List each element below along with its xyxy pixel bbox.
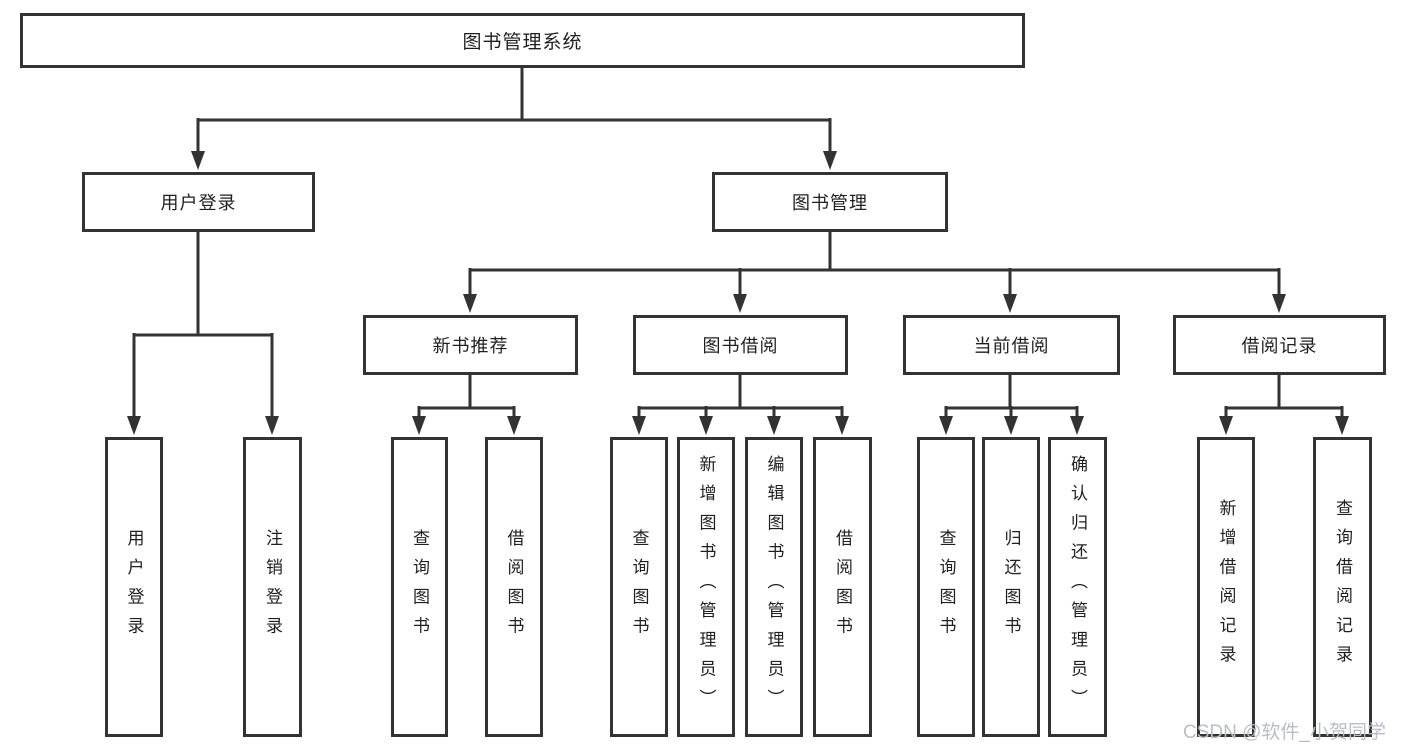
leaf-borrow-books-1: 借阅图书 — [485, 437, 543, 737]
leaf-label: 新增图书（管理员） — [696, 455, 716, 719]
leaf-add-borrow-record: 新增借阅记录 — [1197, 437, 1255, 737]
leaf-add-books-admin: 新增图书（管理员） — [677, 437, 735, 737]
csdn-watermark: CSDN @软件_小贺同学 — [1183, 722, 1386, 743]
leaf-query-books-1: 查询图书 — [391, 437, 448, 737]
leaf-query-books-2: 查询图书 — [610, 437, 668, 737]
leaf-label: 查询图书 — [936, 528, 956, 646]
node-library-management-system: 图书管理系统 — [20, 13, 1025, 68]
leaf-confirm-return-admin: 确认归还（管理员） — [1048, 437, 1107, 737]
leaf-logout: 注销登录 — [243, 437, 302, 737]
leaf-label: 注销登录 — [263, 528, 282, 646]
node-label: 图书借阅 — [702, 336, 779, 356]
node-label: 当前借阅 — [973, 336, 1050, 356]
leaf-return-books: 归还图书 — [982, 437, 1040, 737]
leaf-user-login: 用户登录 — [105, 437, 163, 737]
node-label: 新书推荐 — [432, 336, 509, 356]
leaf-borrow-books-2: 借阅图书 — [813, 437, 872, 737]
node-label: 图书管理系统 — [462, 32, 583, 53]
leaf-label: 借阅图书 — [504, 528, 524, 646]
node-current-borrowing: 当前借阅 — [903, 315, 1120, 375]
leaf-edit-books-admin: 编辑图书（管理员） — [745, 437, 803, 737]
leaf-query-borrow-record: 查询借阅记录 — [1313, 437, 1372, 737]
leaf-label: 新增借阅记录 — [1216, 499, 1236, 675]
leaf-label: 编辑图书（管理员） — [764, 455, 784, 719]
node-book-management: 图书管理 — [712, 172, 948, 232]
node-label: 用户登录 — [160, 193, 237, 213]
leaf-label: 查询图书 — [410, 528, 429, 646]
leaf-label: 借阅图书 — [833, 528, 852, 646]
node-user-login: 用户登录 — [82, 172, 315, 232]
leaf-query-books-3: 查询图书 — [917, 437, 975, 737]
node-label: 借阅记录 — [1241, 336, 1318, 356]
node-new-book-recommend: 新书推荐 — [363, 315, 578, 375]
leaf-label: 查询图书 — [629, 528, 649, 646]
node-label: 图书管理 — [792, 193, 868, 213]
node-borrowing-records: 借阅记录 — [1173, 315, 1386, 375]
leaf-label: 查询借阅记录 — [1333, 499, 1352, 675]
leaf-label: 确认归还（管理员） — [1068, 455, 1087, 719]
node-book-borrowing: 图书借阅 — [633, 315, 848, 375]
leaf-label: 用户登录 — [124, 528, 144, 646]
leaf-label: 归还图书 — [1001, 528, 1021, 646]
